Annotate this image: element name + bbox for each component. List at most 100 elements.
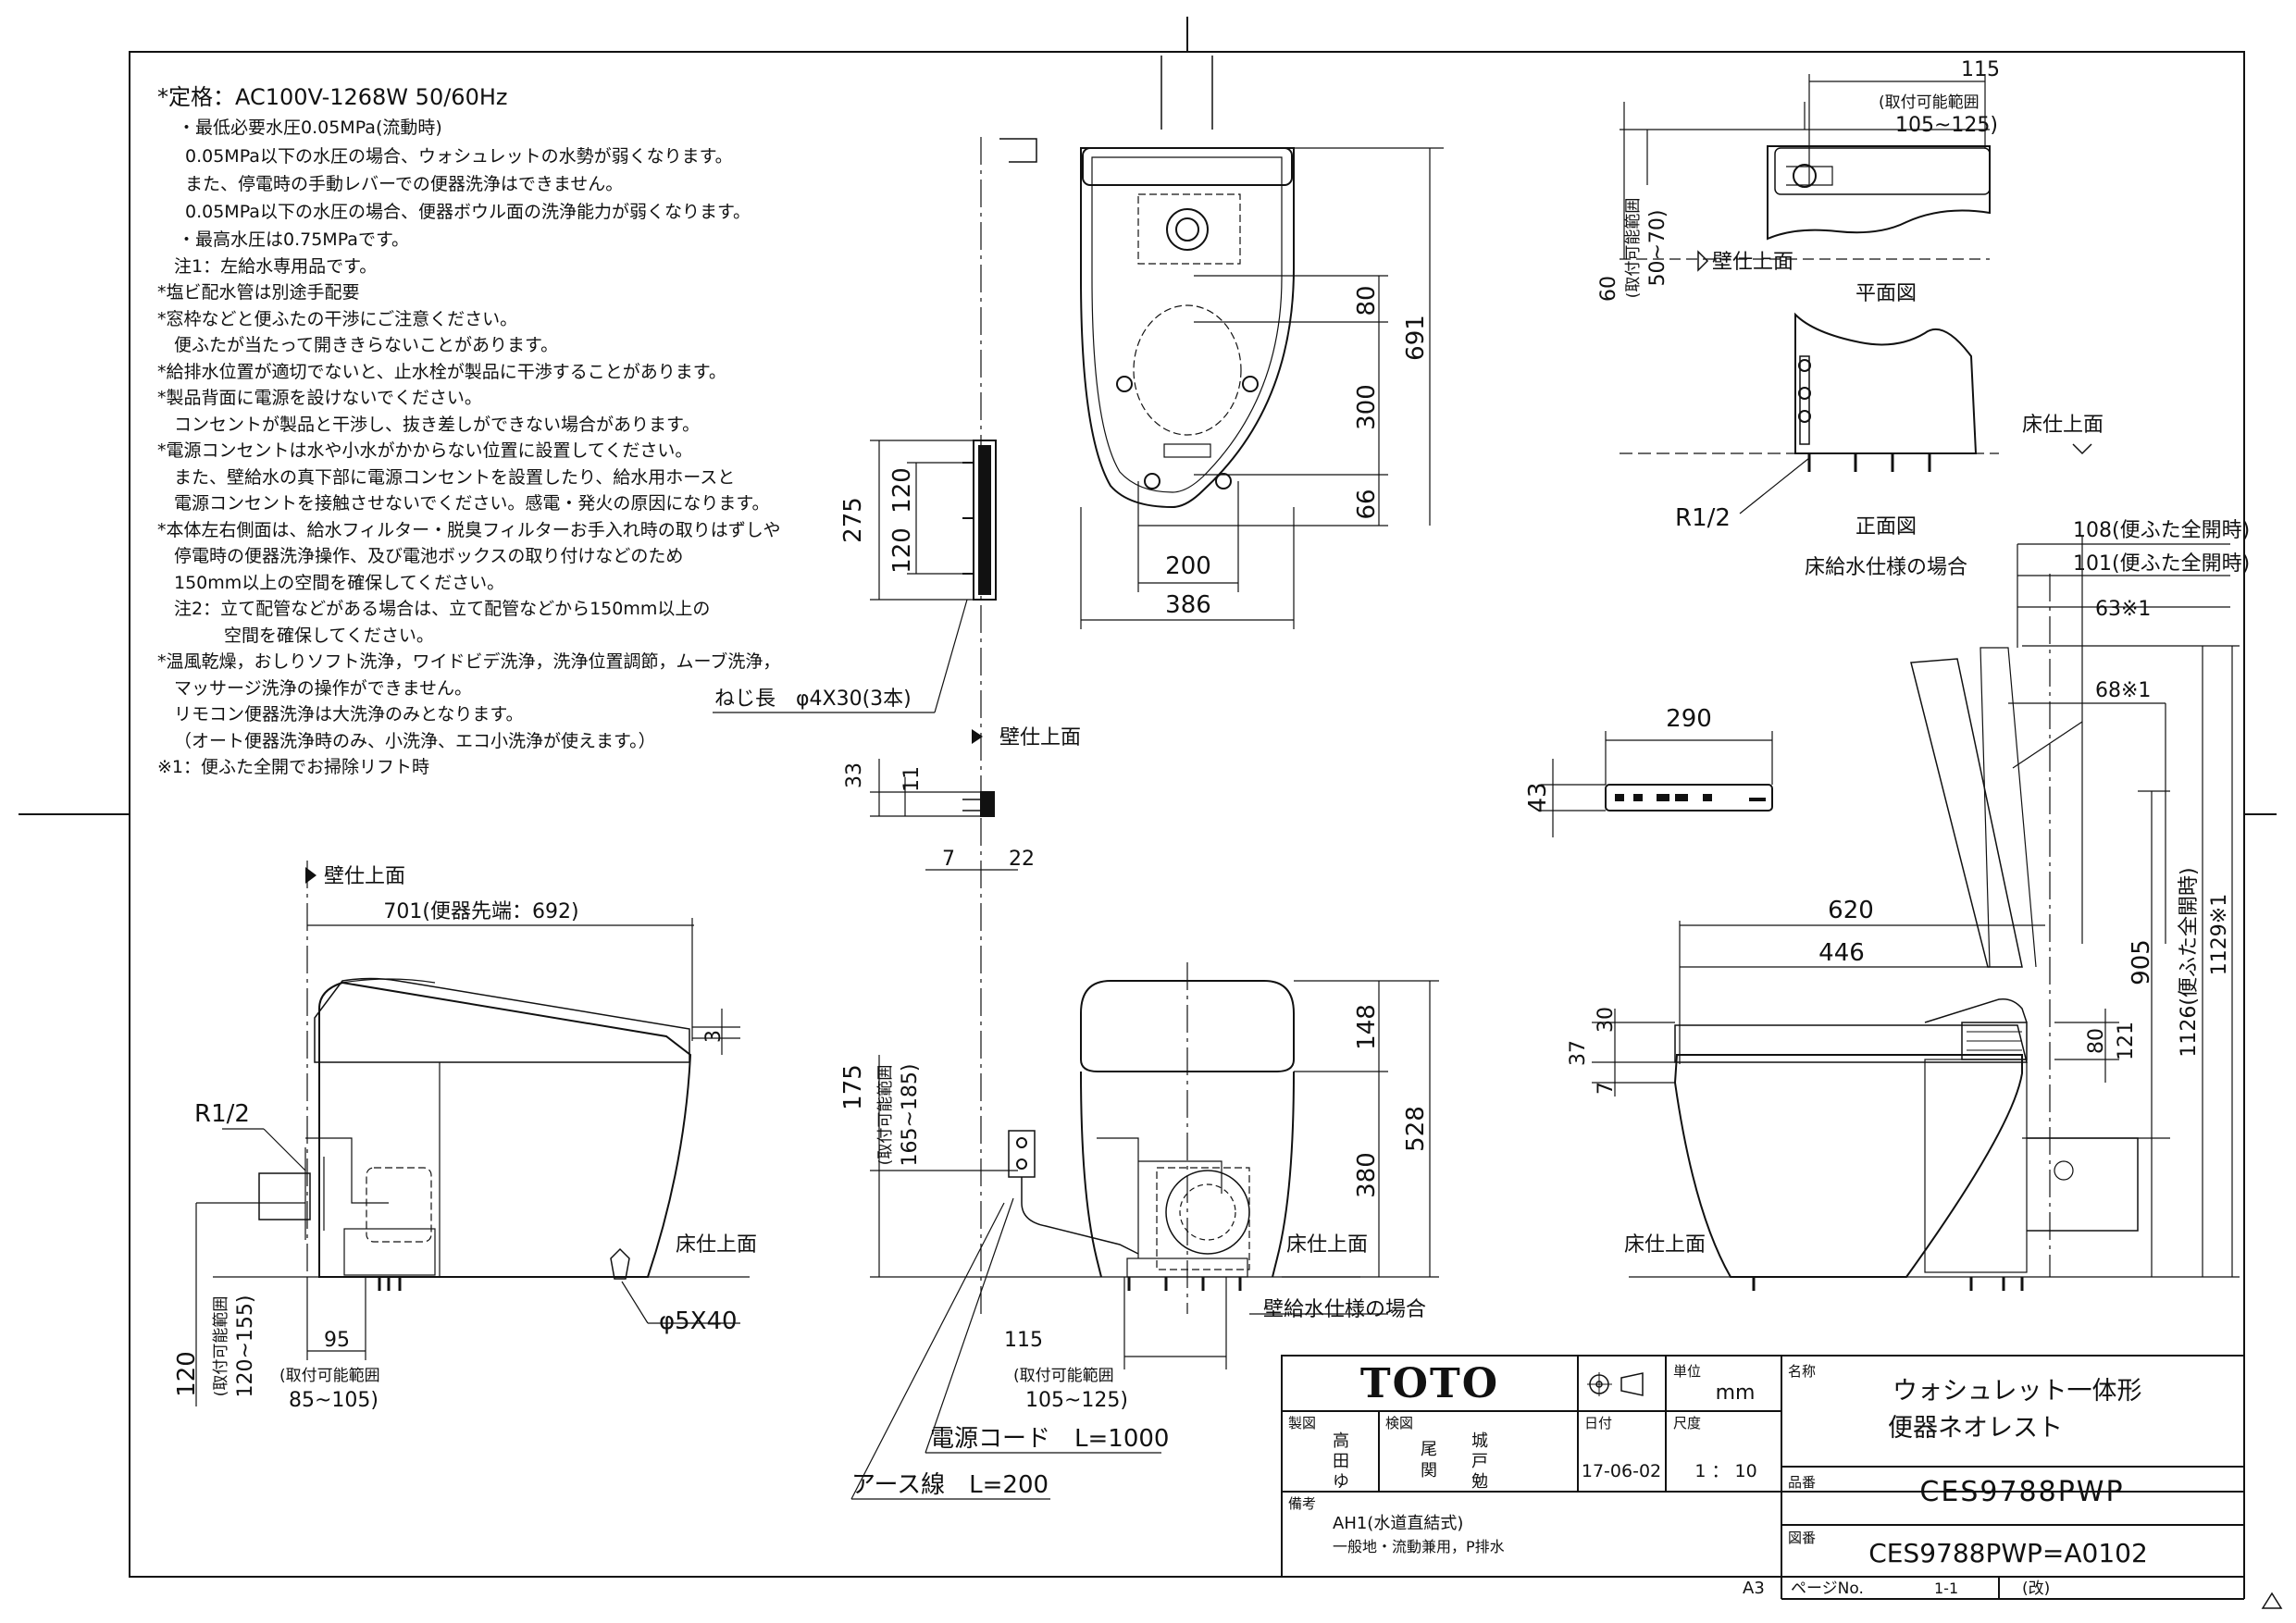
plan-wall-label: 壁仕上面 xyxy=(1712,251,1793,274)
top-view xyxy=(980,56,1444,1319)
right-dim-620: 620 xyxy=(1828,897,1874,924)
small-front-r12: R1/2 xyxy=(1675,504,1731,532)
right-side-view xyxy=(1592,537,2240,1291)
note-line: *本体左右側面は、給水フィルター・脱臭フィルターお手入れ時の取りはずしや xyxy=(157,519,781,540)
drawing-number-label: 図番 xyxy=(1788,1530,1816,1546)
sheet-size: A3 xyxy=(1743,1579,1765,1598)
plan-range-50: 50~70) xyxy=(1646,209,1669,286)
note-line: *定格：AC100V-1268W 50/60Hz xyxy=(157,84,508,110)
front-range-label-2: (取付可能範囲 xyxy=(1013,1367,1114,1385)
remote-view xyxy=(1541,731,1773,837)
top-dim-200: 200 xyxy=(1165,552,1211,580)
note-line: マッサージ洗浄の操作ができません。 xyxy=(174,677,473,699)
right-dim-446: 446 xyxy=(1818,939,1865,967)
side-range-label-2: (取付可能範囲 xyxy=(279,1367,380,1385)
remote-dim-290: 290 xyxy=(1666,705,1712,733)
right-dim-905: 905 xyxy=(2128,939,2155,985)
plan-caption: 平面図 xyxy=(1855,282,1917,305)
front-earth-label: アース線 L=200 xyxy=(851,1471,1049,1499)
right-dim-7: 7 xyxy=(1595,1082,1618,1095)
right-dim-121: 121 xyxy=(2115,1022,2138,1060)
general-notes: *定格：AC100V-1268W 50/60Hz ・最低必要水圧0.05MPa(… xyxy=(157,83,824,781)
maker-name-3: ゆ xyxy=(1333,1472,1349,1492)
page-number: 1-1 xyxy=(1934,1580,1958,1597)
side-bolt-label: φ5X40 xyxy=(659,1307,738,1335)
note-line-2: 一般地・流動兼用，P排水 xyxy=(1333,1538,1505,1555)
right-dim-37: 37 xyxy=(1567,1040,1590,1066)
top-dim-80: 80 xyxy=(1353,285,1381,316)
right-dim-1126: 1126(便ふた全開時) xyxy=(2178,867,2201,1057)
note-line: また、停電時の手動レバーでの便器洗浄はできません。 xyxy=(185,173,624,194)
note-line: リモコン便器洗浄は大洗浄のみとなります。 xyxy=(174,704,524,725)
plan-range-label-2: (取付可能範囲 xyxy=(1624,198,1643,299)
front-range-label-1: (取付可能範囲 xyxy=(876,1065,895,1166)
right-dim-63: 63※1 xyxy=(2095,598,2151,621)
side-floor-label: 床仕上面 xyxy=(676,1233,757,1257)
unit-value: mm xyxy=(1716,1381,1756,1405)
top-dim-300: 300 xyxy=(1353,384,1381,430)
small-front-caption: 正面図 xyxy=(1855,515,1917,539)
note-line: *温風乾燥，おしりソフト洗浄，ワイドビデ洗浄，洗浄位置調節，ムーブ洗浄， xyxy=(157,651,781,672)
small-side-dim-22: 22 xyxy=(1009,848,1035,871)
side-wall-label: 壁仕上面 xyxy=(324,865,405,888)
plan-range-105: 105~125) xyxy=(1895,114,1998,137)
right-dim-30: 30 xyxy=(1595,1007,1618,1033)
drawing-number: CES9788PWP=A0102 xyxy=(1868,1538,2148,1568)
front-caption: 壁給水仕様の場合 xyxy=(1263,1298,1426,1321)
note-line: 注1：左給水専用品です。 xyxy=(174,255,378,277)
part-number: CES9788PWP xyxy=(1919,1476,2124,1508)
note-line: コンセントが製品と干渉し、抜き差しができない場合があります。 xyxy=(174,414,701,435)
front-dim-115: 115 xyxy=(1004,1329,1043,1352)
date-label: 日付 xyxy=(1584,1415,1612,1431)
side-range-85: 85~105) xyxy=(289,1389,379,1412)
corner-triangle-icon xyxy=(2261,1592,2283,1609)
front-dim-175: 175 xyxy=(839,1064,867,1110)
right-floor-label: 床仕上面 xyxy=(1624,1233,1706,1257)
product-name-2: 便器ネオレスト xyxy=(1888,1414,2063,1443)
note-line: 注2：立て配管などがある場合は、立て配管などから150mm以上の xyxy=(174,599,711,619)
side-dim-120: 120 xyxy=(173,1351,201,1397)
toto-logo: TOTO xyxy=(1360,1360,1499,1407)
revision-label: (改) xyxy=(2022,1580,2050,1598)
note-line: *窓枠などと便ふたの干渉にご注意ください。 xyxy=(157,308,518,329)
plan-range-label-1: (取付可能範囲 xyxy=(1879,93,1980,112)
bracket-dim-120a: 120 xyxy=(888,467,916,514)
bracket-screw-label: ねじ長 φ4X30(3本) xyxy=(714,688,912,711)
part-label: 品番 xyxy=(1788,1474,1816,1491)
front-range-105: 105~125) xyxy=(1025,1389,1128,1412)
maker-name-1: 高 xyxy=(1333,1431,1349,1451)
small-side-wall: 壁仕上面 xyxy=(999,726,1081,750)
scale-value: 1 ： 10 xyxy=(1694,1461,1756,1481)
side-view xyxy=(195,861,750,1406)
side-r12: R1/2 xyxy=(194,1100,250,1128)
note-line: （オート便器洗浄時のみ、小洗浄、エコ小洗浄が使えます。） xyxy=(174,730,656,751)
note-line: 電源コンセントを接触させないでください。感電・発火の原因になります。 xyxy=(174,493,770,514)
maker-name-2: 田 xyxy=(1333,1452,1349,1471)
note-line: 150mm以上の空間を確保してください。 xyxy=(174,572,505,593)
plan-view xyxy=(1620,74,1991,272)
note-line: *給排水位置が適切でないと、止水栓が製品に干渉することがあります。 xyxy=(157,361,726,382)
note-line: *塩ビ配水管は別途手配要 xyxy=(157,282,360,303)
small-side-dim-11: 11 xyxy=(900,766,924,792)
date-value: 17-06-02 xyxy=(1582,1461,1661,1481)
small-side-view xyxy=(870,729,1018,871)
note-line: 0.05MPa以下の水圧の場合、便器ボウル面の洗浄能力が弱くなります。 xyxy=(185,202,751,222)
note-line: ※1：便ふた全開でお掃除リフト時 xyxy=(157,757,430,777)
note-label: 備考 xyxy=(1288,1495,1316,1512)
front-view xyxy=(850,962,1439,1500)
top-dim-691: 691 xyxy=(1402,315,1430,361)
remote-dim-43: 43 xyxy=(1524,782,1552,812)
note-line: *製品背面に電源を設けないでください。 xyxy=(157,388,482,408)
name-label: 名称 xyxy=(1788,1363,1816,1380)
note-line: また、壁給水の真下部に電源コンセントを設置したり、給水用ホースと xyxy=(174,466,736,488)
check-name-4: 戸 xyxy=(1471,1452,1488,1471)
side-range-label-1: (取付可能範囲 xyxy=(212,1296,230,1397)
check-name-2: 関 xyxy=(1421,1461,1437,1481)
top-dim-386: 386 xyxy=(1165,591,1211,619)
plan-dim-60: 60 xyxy=(1597,276,1620,302)
plan-dim-115: 115 xyxy=(1961,58,2000,81)
front-dim-148: 148 xyxy=(1353,1004,1381,1050)
bracket-dim-120b: 120 xyxy=(888,527,916,574)
maker-label: 製図 xyxy=(1288,1415,1316,1431)
